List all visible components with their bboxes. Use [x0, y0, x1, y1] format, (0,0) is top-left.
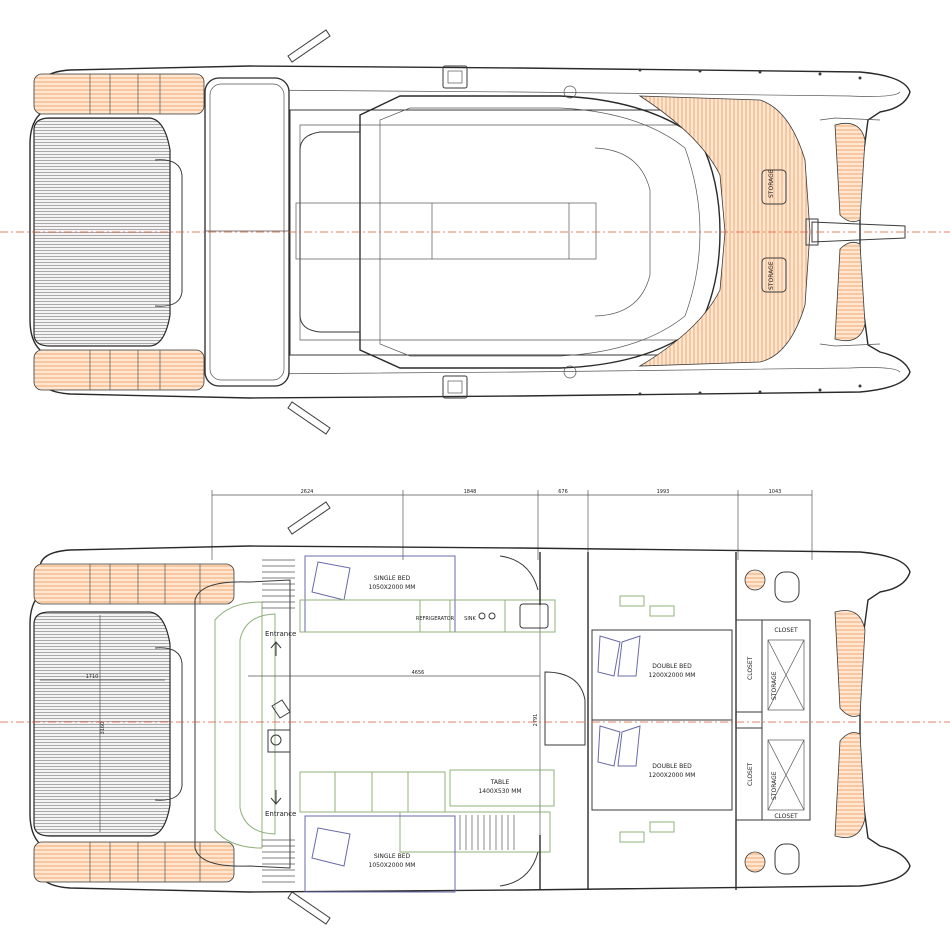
galley-sink: SINK — [464, 616, 476, 622]
shower-stbd — [744, 851, 766, 873]
beam-dim: 2791 — [533, 714, 539, 727]
foredeck-teak — [638, 95, 811, 367]
entrance-label-bottom: Entrance — [265, 810, 296, 818]
table-size: 1400X530 MM — [478, 788, 521, 795]
storage-b: STORAGE — [771, 771, 778, 800]
table-title: TABLE — [490, 779, 510, 786]
single-bed-top-title: SINGLE BED — [374, 575, 411, 582]
single-bed-bottom-title: SINGLE BED — [374, 853, 411, 860]
layout-bow-net-stbd — [834, 732, 866, 838]
cockpit-height-dim: 3160 — [100, 722, 106, 735]
storage-box-b — [767, 739, 805, 811]
storage-label-aft: STORAGE — [768, 261, 775, 290]
dim-fwd: 1043 — [769, 489, 782, 495]
storage-hatch-fwd — [761, 169, 787, 205]
single-bed-bottom — [304, 815, 456, 893]
closet-d: CLOSET — [774, 813, 798, 820]
layout-aft-net — [33, 611, 171, 837]
storage-hatch-aft — [761, 257, 787, 293]
single-bed-top-size: 1050X2000 MM — [369, 584, 416, 591]
layout-teak-aft-stbd — [33, 841, 235, 883]
dim-aft: 2624 — [301, 489, 314, 495]
dim-mid: 676 — [558, 489, 568, 495]
bow-net-stbd — [834, 241, 866, 342]
entrance-label-top: Entrance — [265, 630, 296, 638]
entrance-arrow-bottom — [270, 790, 282, 805]
double-bed-top-title: DOUBLE BED — [652, 663, 692, 670]
layout-hull-outline — [29, 545, 911, 893]
saloon-dim: 4656 — [412, 670, 425, 676]
dim-cabin: 1993 — [657, 489, 670, 495]
dim-saloon: 1848 — [464, 489, 477, 495]
layout-bow-net-port — [834, 610, 866, 717]
double-bed-top-size: 1200X2000 MM — [649, 672, 696, 679]
galley-counter — [299, 599, 556, 633]
teak-aft-stbd — [33, 349, 205, 391]
entrance-arrow-top — [270, 641, 282, 656]
double-bed-bottom-size: 1200X2000 MM — [649, 772, 696, 779]
deck-hull-outline — [29, 65, 911, 399]
storage-box-a — [767, 639, 805, 711]
dining-table — [449, 769, 555, 807]
closet-a: CLOSET — [747, 656, 754, 680]
layout-teak-aft-port — [33, 563, 235, 605]
storage-a: STORAGE — [771, 671, 778, 700]
teak-aft-port — [33, 73, 205, 115]
shower-port — [744, 569, 766, 591]
closet-c: CLOSET — [774, 627, 798, 634]
storage-label-fwd: STORAGE — [768, 169, 775, 198]
single-bed-bottom-size: 1050X2000 MM — [369, 862, 416, 869]
closet-b: CLOSET — [747, 762, 754, 786]
cockpit-width-dim: 1710 — [86, 674, 99, 680]
double-bed-bottom — [591, 719, 733, 811]
double-bed-bottom-title: DOUBLE BED — [652, 763, 692, 770]
toilet-port — [774, 571, 800, 603]
bow-net-port — [834, 122, 866, 223]
galley-refrigerator: REFRIGERATOR — [416, 616, 455, 622]
interior-layout: 2624 1848 676 1993 1043 1710 3160 Entran… — [29, 489, 911, 925]
toilet-stbd — [774, 843, 800, 875]
